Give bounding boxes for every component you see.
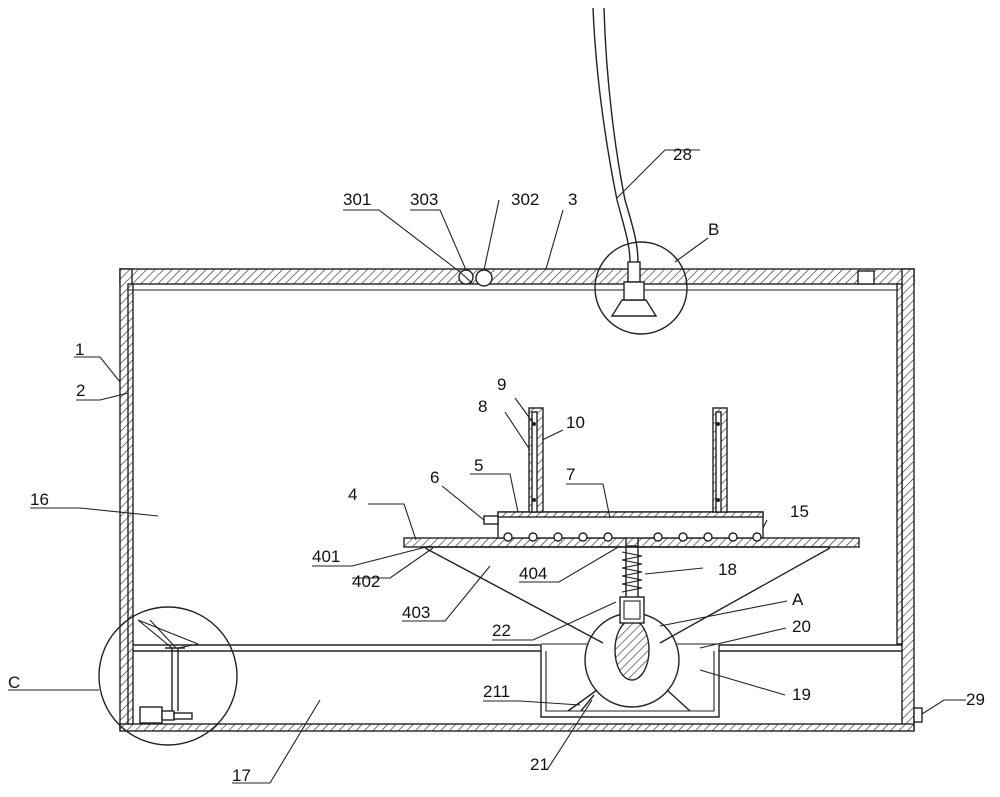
label-7: 7	[566, 465, 575, 484]
label-404: 404	[519, 564, 547, 583]
spring-coil	[621, 551, 643, 593]
spray-line-2	[149, 619, 177, 649]
label-302: 302	[511, 190, 539, 209]
label-5: 5	[474, 456, 483, 475]
partition	[133, 643, 902, 652]
strut-left	[424, 547, 604, 644]
label-17: 17	[232, 766, 251, 785]
spray-line-3	[177, 643, 199, 649]
label-1: 1	[75, 340, 84, 359]
label-c: C	[8, 673, 20, 692]
basin	[540, 645, 720, 718]
pump-motor	[139, 706, 163, 724]
hose-nozzle	[592, 7, 688, 335]
detail-circle-b	[594, 241, 688, 335]
label-22: 22	[492, 621, 511, 640]
drain-29	[913, 707, 923, 723]
label-29: 29	[966, 690, 985, 709]
tray-assembly	[483, 511, 764, 542]
cam-ellipse	[614, 619, 650, 681]
basin-outline	[540, 645, 720, 718]
basin-inner	[545, 651, 715, 712]
label-20: 20	[792, 617, 811, 636]
handle-6	[483, 515, 499, 525]
posts	[528, 407, 728, 513]
label-6: 6	[430, 468, 439, 487]
label-4: 4	[348, 485, 357, 504]
inner-liner-right	[896, 283, 903, 645]
label-16: 16	[30, 490, 49, 509]
lid-hinge	[458, 269, 493, 287]
label-3: 3	[568, 190, 577, 209]
label-303: 303	[410, 190, 438, 209]
spray-line-1	[137, 619, 173, 649]
label-15: 15	[790, 502, 809, 521]
label-2: 2	[76, 381, 85, 400]
rollers-15	[503, 532, 762, 542]
hose-28	[592, 7, 631, 263]
bottom-wall	[119, 723, 915, 732]
nozzle-head	[610, 299, 658, 317]
label-a: A	[792, 590, 804, 609]
vent-notch	[857, 270, 875, 285]
label-b: B	[708, 220, 719, 239]
reference-labels: 1 2 16 C 17 301 303 302 3 28 B 9 8 10 5 …	[8, 145, 985, 785]
label-401: 401	[312, 547, 340, 566]
label-402: 402	[352, 572, 380, 591]
label-211: 211	[483, 682, 510, 701]
label-403: 403	[402, 603, 430, 622]
tray-top-7	[497, 511, 764, 518]
detail-circle-c	[98, 606, 238, 746]
label-18: 18	[718, 560, 737, 579]
drum-leg-right	[666, 689, 691, 712]
housing-walls	[119, 268, 915, 732]
strut-right	[659, 547, 831, 644]
label-8: 8	[478, 397, 487, 416]
hinge-knuckle-302	[475, 269, 493, 287]
right-wall	[901, 268, 915, 731]
label-28: 28	[673, 145, 692, 164]
leader-lines	[8, 149, 966, 784]
drum-leg-left	[567, 689, 598, 712]
label-10: 10	[566, 413, 585, 432]
label-21: 21	[530, 755, 549, 774]
inner-liner-left	[127, 283, 134, 725]
label-301: 301	[343, 190, 371, 209]
top-wall	[119, 268, 915, 285]
drum	[567, 612, 691, 712]
pump-assembly	[98, 606, 238, 746]
label-9: 9	[497, 375, 506, 394]
label-19: 19	[792, 685, 811, 704]
